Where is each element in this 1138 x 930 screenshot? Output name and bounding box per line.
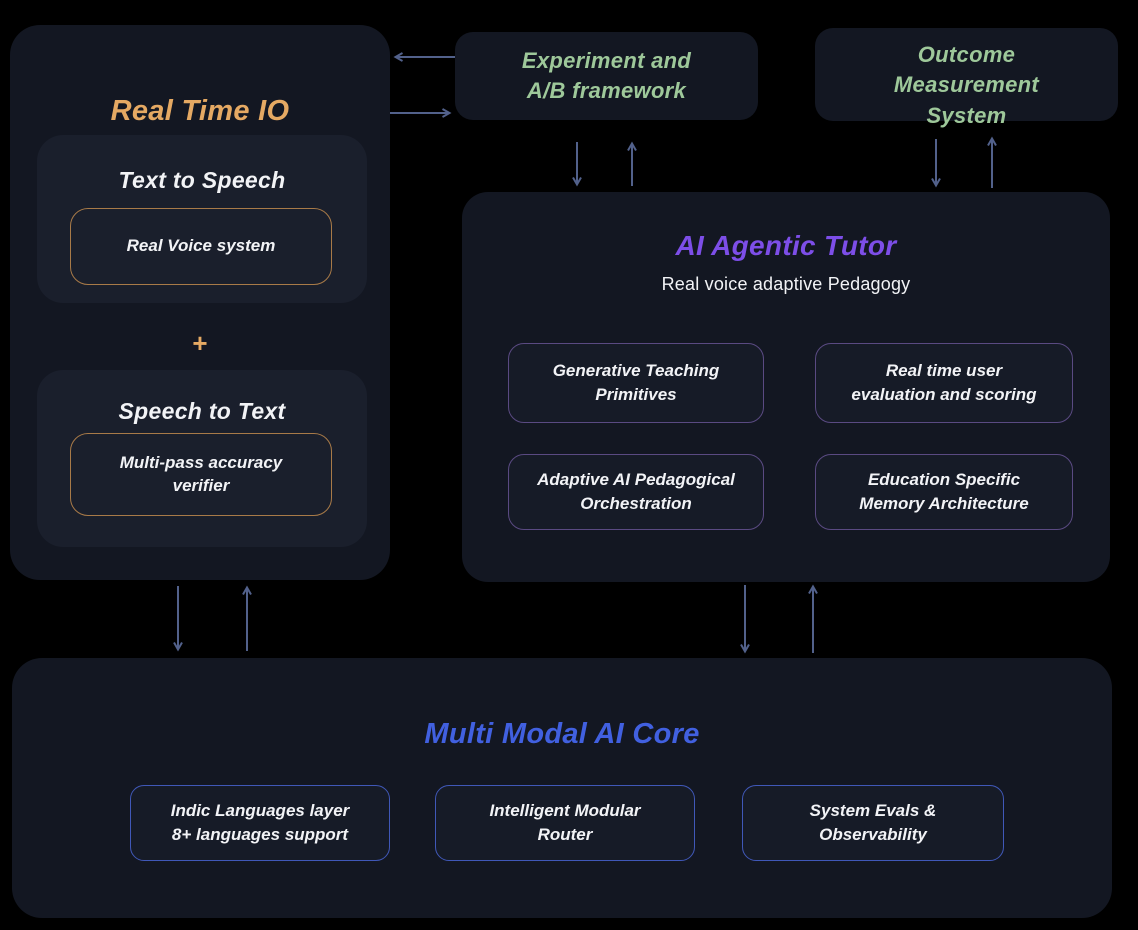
multi-modal-ai-core-title: Multi Modal AI Core: [424, 718, 700, 750]
multi-pass-verifier-chip: Multi-pass accuracy verifier: [70, 433, 332, 516]
module-intelligent-modular-router: Intelligent Modular Router: [435, 785, 695, 861]
text-to-speech-panel: Text to Speech Real Voice system: [37, 135, 367, 303]
plus-sign: +: [192, 328, 208, 358]
multi-modal-ai-core-box: Multi Modal AI Core Indic Languages laye…: [12, 658, 1112, 918]
ai-agentic-tutor-subtitle: Real voice adaptive Pedagogy: [661, 274, 911, 294]
real-voice-system-chip: Real Voice system: [70, 208, 332, 285]
experiment-framework-title: Experiment and A/B framework: [521, 47, 692, 103]
ai-agentic-tutor-box: AI Agentic Tutor Real voice adaptive Ped…: [462, 192, 1110, 582]
module-indic-languages-layer: Indic Languages layer 8+ languages suppo…: [130, 785, 390, 861]
speech-to-text-panel: Speech to Text Multi-pass accuracy verif…: [37, 370, 367, 547]
text-to-speech-title: Text to Speech: [118, 167, 286, 193]
module-real-time-user-evaluation: Real time user evaluation and scoring: [815, 343, 1073, 423]
real-time-io-title: Real Time IO: [110, 95, 290, 127]
module-education-specific-memory: Education Specific Memory Architecture: [815, 454, 1073, 530]
real-time-io-box: Real Time IO Text to Speech Real Voice s…: [10, 25, 390, 580]
module-system-evals-observability: System Evals & Observability: [742, 785, 1004, 861]
outcome-measurement-title: Outcome Measurement System: [893, 42, 1040, 128]
speech-to-text-title: Speech to Text: [118, 398, 286, 424]
module-adaptive-ai-pedagogical-orchestration: Adaptive AI Pedagogical Orchestration: [508, 454, 764, 530]
experiment-framework-box: Experiment and A/B framework: [455, 32, 758, 120]
module-generative-teaching-primitives: Generative Teaching Primitives: [508, 343, 764, 423]
ai-agentic-tutor-title: AI Agentic Tutor: [675, 230, 897, 261]
outcome-measurement-box: Outcome Measurement System: [815, 28, 1118, 128]
